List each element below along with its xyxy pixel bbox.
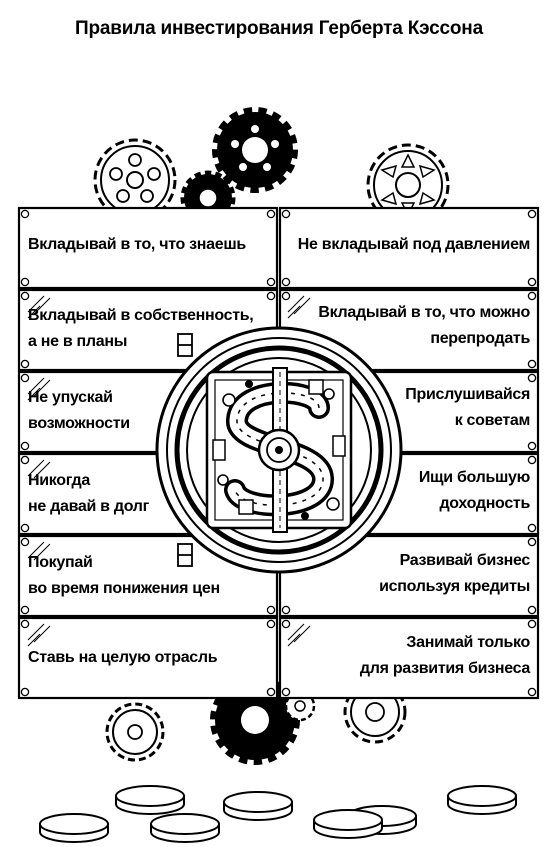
rule-left-3: Не упускай возможности [28, 385, 130, 437]
rule-line: Не упускай [28, 389, 113, 406]
rule-line: Прислушивайся [405, 386, 530, 403]
gear-icon [93, 138, 177, 222]
rule-line: Ищи большую [418, 469, 530, 486]
rule-left-6: Ставь на целую отрасль [28, 645, 218, 671]
rule-line: к советам [454, 412, 531, 429]
rule-right-3: Прислушивайся к советам [405, 382, 530, 434]
rule-line: для развития бизнеса [359, 660, 530, 677]
vault-hinges [177, 333, 193, 567]
rule-line: доходность [439, 495, 530, 512]
rule-line: Вкладывай в то, что знаешь [28, 236, 246, 253]
rule-line: во время понижения цен [28, 580, 220, 597]
rule-line: Вкладывай в то, что можно [318, 304, 530, 321]
rule-line: Занимай только [406, 634, 530, 651]
page-title: Правила инвестирования Герберта Кэссона [75, 18, 483, 39]
rule-left-5: Покупай во время понижения цен [28, 550, 220, 602]
rule-right-6: Занимай только для развития бизнеса [360, 630, 530, 682]
gear-icon [366, 143, 450, 227]
rule-line: перепродать [430, 330, 530, 347]
gear-icon [212, 107, 298, 193]
rule-line: Ставь на целую отрасль [28, 649, 218, 666]
coin-icon [39, 785, 517, 843]
rule-line: Вкладывай в собственность, [28, 307, 254, 324]
rule-right-1: Не вкладывай под давлением [297, 232, 531, 258]
rule-right-4: Ищи большую доходность [419, 465, 530, 517]
rule-left-2: Вкладывай в собственность, а не в планы [28, 303, 254, 355]
vault-dollar-icon [155, 326, 403, 574]
rule-right-5: Развивай бизнес используя кредиты [379, 548, 530, 600]
rule-left-1: Вкладывай в то, что знаешь [28, 232, 246, 258]
rule-line: не давай в долг [28, 498, 150, 515]
rule-line: Не вкладывай под давлением [297, 236, 531, 253]
rule-left-4: Никогда не давай в долг [28, 468, 149, 520]
rule-line: Покупай [28, 554, 93, 571]
gear-icon [105, 702, 165, 762]
rule-line: Развивай бизнес [399, 552, 531, 569]
rule-line: возможности [28, 415, 130, 432]
rule-line: а не в планы [28, 333, 128, 350]
rule-line: используя кредиты [379, 578, 530, 595]
rule-line: Никогда [28, 472, 90, 489]
rule-right-2: Вкладывай в то, что можно перепродать [318, 300, 530, 352]
